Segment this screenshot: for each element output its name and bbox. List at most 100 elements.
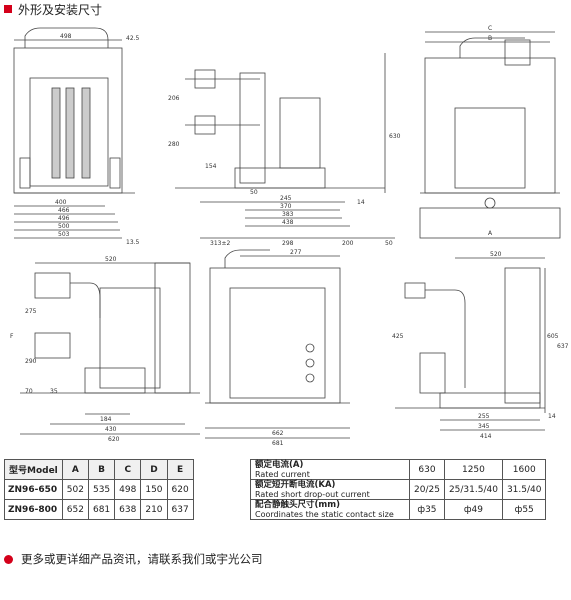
drawing-side-view-2 <box>20 262 200 435</box>
dim-label: 466 <box>58 207 70 214</box>
section-title: 外形及安装尺寸 <box>18 2 103 17</box>
table-cell: 150 <box>140 479 168 500</box>
table-header-cell: A <box>61 459 89 480</box>
table-header-row: 型号Model A B C D E <box>4 459 194 480</box>
table-cell: 535 <box>87 479 116 500</box>
table-cell: 502 <box>61 479 89 500</box>
table-cell: 1250 <box>443 459 503 480</box>
dim-label: 14 <box>548 413 556 420</box>
table-header-cell: B <box>87 459 116 480</box>
table-cell: ф55 <box>501 499 547 520</box>
dim-label: 520 <box>105 256 117 263</box>
dim-label: 206 <box>168 95 180 102</box>
dim-label: 35 <box>50 388 58 395</box>
dim-label: 637 <box>557 343 569 350</box>
table-cell: 31.5/40 <box>501 479 547 500</box>
table-cell: ZN96-800 <box>4 499 63 520</box>
dim-label: 245 <box>280 195 292 202</box>
dim-label: 496 <box>58 215 70 222</box>
dim-label: 50 <box>250 189 258 196</box>
table-cell: ZN96-650 <box>4 479 63 500</box>
dim-label: 605 <box>547 333 559 340</box>
dim-label: 500 <box>58 223 70 230</box>
table-row: 配合静触头尺寸(mm) Coordinates the static conta… <box>250 499 547 520</box>
section-header: 外形及安装尺寸 <box>4 2 103 17</box>
red-square-bullet-icon <box>4 5 12 13</box>
table-header-cell: 型号Model <box>4 459 63 480</box>
table-cell: 20/25 <box>409 479 445 500</box>
table-row: 额定短开断电流(KA) Rated short drop-out current… <box>250 479 547 500</box>
dim-label: 277 <box>290 249 302 256</box>
dim-label: B <box>488 35 492 42</box>
table-row: ZN96-650 502 535 498 150 620 <box>4 479 194 500</box>
dim-label: 620 <box>108 436 120 443</box>
dim-label: A <box>488 230 493 237</box>
drawing-side-view <box>175 53 395 239</box>
table-cell: 498 <box>114 479 142 500</box>
table-cell: 620 <box>166 479 194 500</box>
rated-current-label: 额定电流(A) Rated current <box>250 459 410 480</box>
dim-label: 298 <box>282 240 294 247</box>
label-cn: 额定电流(A) <box>255 459 304 470</box>
table-cell: 638 <box>114 499 142 520</box>
label-cn: 额定短开断电流(KA) <box>255 479 336 490</box>
table-cell: 25/31.5/40 <box>443 479 503 500</box>
dim-label: 383 <box>282 211 294 218</box>
table-cell: 652 <box>61 499 89 520</box>
dim-label: 370 <box>280 203 292 210</box>
dim-label: 313±2 <box>210 240 230 247</box>
label-cn: 配合静触头尺寸(mm) <box>255 499 340 510</box>
table-header-cell: E <box>166 459 194 480</box>
dim-label: 630 <box>389 133 401 140</box>
dim-label: 14 <box>357 199 365 206</box>
table-row: ZN96-800 652 681 638 210 637 <box>4 499 194 520</box>
dim-label: 184 <box>100 416 112 423</box>
dim-label: 13.5 <box>126 239 140 246</box>
drawing-side-view-3 <box>395 257 546 431</box>
rated-short-dropout-label: 额定短开断电流(KA) Rated short drop-out current <box>250 479 410 500</box>
dim-label: 430 <box>105 426 117 433</box>
dim-label: 70 <box>25 388 33 395</box>
electrical-ratings-table: 额定电流(A) Rated current 630 1250 1600 额定短开… <box>250 459 547 520</box>
dim-label: 503 <box>58 231 70 238</box>
table-cell: 1600 <box>501 459 547 480</box>
dim-label: 400 <box>55 199 67 206</box>
label-en: Rated short drop-out current <box>255 489 370 499</box>
dim-label: 275 <box>25 308 37 315</box>
drawing-front-view <box>13 27 135 239</box>
dim-label: 520 <box>490 251 502 258</box>
dim-label: 50 <box>385 240 393 247</box>
table-row: 额定电流(A) Rated current 630 1250 1600 <box>250 459 547 480</box>
dim-label: 200 <box>342 240 354 247</box>
red-dot-bullet-icon <box>4 554 13 564</box>
table-cell: 681 <box>87 499 116 520</box>
dim-label: 498 <box>60 33 72 40</box>
table-cell: 637 <box>166 499 194 520</box>
dim-label: 154 <box>205 163 217 170</box>
model-dimensions-table: 型号Model A B C D E ZN96-650 502 535 498 1… <box>4 459 194 520</box>
table-cell: 630 <box>409 459 445 480</box>
technical-drawings: 498 42.5 400 466 496 500 503 13.5 206 28… <box>10 25 569 447</box>
dim-label: 280 <box>168 141 180 148</box>
table-cell: 210 <box>140 499 168 520</box>
dim-label: 425 <box>392 333 404 340</box>
drawing-front-view-2 <box>205 249 350 439</box>
dim-label: 662 <box>272 430 284 437</box>
dim-label: 290 <box>25 358 37 365</box>
drawing-end-view <box>419 31 561 239</box>
footer-contact: 更多或更详细产品资讯，请联系我们或宇光公司 <box>4 551 263 567</box>
label-en: Coordinates the static contact size <box>255 509 394 519</box>
table-header-cell: D <box>140 459 168 480</box>
dim-label: 345 <box>478 423 490 430</box>
table-header-cell: C <box>114 459 142 480</box>
footer-text: 更多或更详细产品资讯，请联系我们或宇光公司 <box>21 552 263 566</box>
dim-label: 438 <box>282 219 294 226</box>
dim-label: 255 <box>478 413 490 420</box>
dim-label: C <box>488 25 492 32</box>
dim-label: 681 <box>272 440 284 447</box>
dim-label: F <box>10 333 14 340</box>
dim-label: 42.5 <box>126 35 140 42</box>
static-contact-size-label: 配合静触头尺寸(mm) Coordinates the static conta… <box>250 499 410 520</box>
dim-label: 414 <box>480 433 492 440</box>
table-cell: ф49 <box>443 499 503 520</box>
